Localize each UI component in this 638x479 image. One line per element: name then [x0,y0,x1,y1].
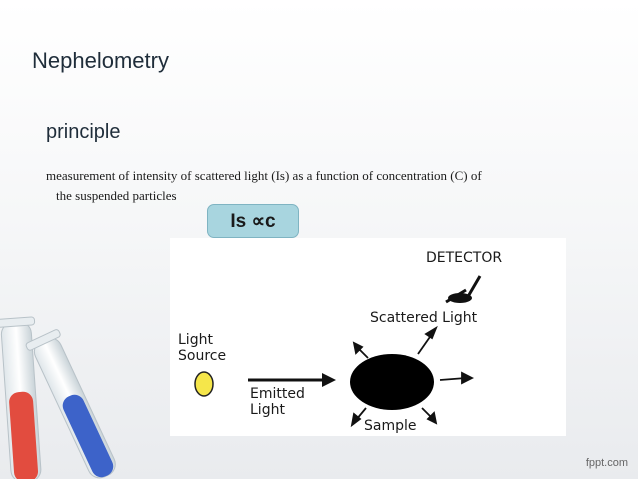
nephelometry-diagram: DETECTOR Scattered Light Light Source Em… [170,238,566,436]
footer-brand: fppt.com [585,457,628,469]
light-source-label-1: Light [178,332,213,348]
description-line-1: measurement of intensity of scattered li… [46,168,482,183]
emitted-light-arrow [248,373,336,387]
scattered-light-label: Scattered Light [370,310,478,326]
slide-title: Nephelometry [32,48,169,73]
emitted-light-label-1: Emitted [250,386,305,402]
detector-label: DETECTOR [426,250,502,266]
emitted-light-label-2: Light [250,402,285,418]
proportionality-formula: Is ∝c [207,204,299,238]
scattered-light-arrows [350,325,475,428]
detector-icon [445,275,482,304]
sample-particle [350,354,434,410]
light-source-icon [194,371,214,397]
sample-label: Sample [364,418,417,434]
description-line-2: the suspended particles [56,188,177,203]
slide-subtitle: principle [46,121,121,143]
light-source-label-2: Source [178,348,226,364]
principle-description: measurement of intensity of scattered li… [46,166,606,206]
